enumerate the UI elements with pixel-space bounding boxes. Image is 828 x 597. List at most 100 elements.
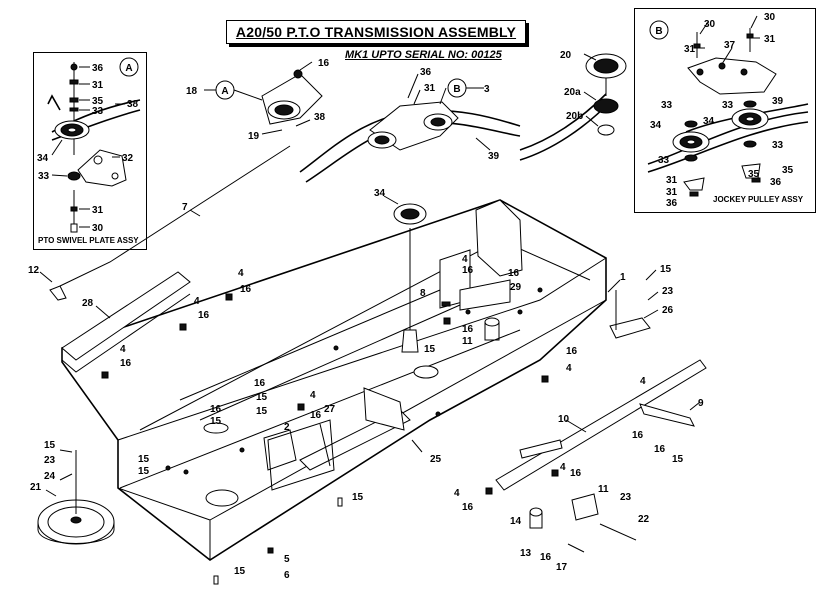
callout-label: 15	[256, 406, 268, 417]
callout-label: 15	[234, 566, 246, 577]
inset-b-label: 30	[764, 12, 776, 23]
inset-b-label: 34	[703, 116, 715, 127]
inset-a-label: 35	[92, 96, 104, 107]
callout-label: 5	[284, 554, 290, 565]
leader-lines	[39, 53, 701, 497]
inset-b-label: 31	[764, 34, 776, 45]
callout-label: 4	[560, 462, 566, 473]
callout-label: 27	[324, 404, 336, 415]
callout-label: 15	[660, 264, 672, 275]
inset-a-label: 32	[122, 153, 134, 164]
callout-label: 16	[570, 468, 582, 479]
inset-a-label: 36	[92, 63, 104, 74]
callout-label: 21	[30, 482, 42, 493]
callout-label: 16	[632, 430, 644, 441]
callout-label: 12	[28, 265, 40, 276]
inset-b-marker-circle	[649, 20, 669, 40]
inset-b-label: 30	[704, 19, 716, 30]
ref-marker-b-circle	[447, 78, 467, 98]
callout-label: 16	[462, 265, 474, 276]
callout-label: 15	[672, 454, 684, 465]
callout-label: 20	[560, 50, 572, 61]
inset-a-label: 30	[92, 223, 104, 234]
callout-label: 16	[540, 552, 552, 563]
callout-label: 4	[310, 390, 316, 401]
inset-b-label: 33	[661, 100, 673, 111]
callout-label: 16	[654, 444, 666, 455]
callout-label: 16	[508, 268, 520, 279]
ref-marker-a-circle	[215, 80, 235, 100]
ref-marker-a: A	[221, 86, 228, 97]
inset-b-label: 35	[748, 169, 760, 180]
callout-label: 24	[44, 471, 56, 482]
callout-label: 26	[662, 305, 674, 316]
callout-label: 15	[138, 454, 150, 465]
callout-label: 34	[374, 188, 386, 199]
callout-label: 22	[638, 514, 650, 525]
callout-label: 16	[462, 324, 474, 335]
inset-b-label: 31	[666, 187, 678, 198]
callout-label: 4	[640, 376, 646, 387]
inset-a-frame: PTO SWIVEL PLATE ASSY	[33, 52, 147, 250]
callout-label: 11	[462, 336, 473, 347]
callout-label: 1	[620, 272, 626, 283]
inset-b-artwork: B	[647, 15, 809, 197]
callout-label: 6	[284, 570, 290, 581]
callout-label: 4	[566, 363, 572, 374]
callout-label: 9	[698, 398, 704, 409]
callout-label: 2	[284, 422, 290, 433]
inset-b-caption: JOCKEY PULLEY ASSY	[713, 195, 804, 204]
callout-label: 15	[44, 440, 56, 451]
callout-label: 16	[198, 310, 210, 321]
callout-label: 15	[424, 344, 436, 355]
diagram-title: A20/50 P.T.O TRANSMISSION ASSEMBLY	[235, 24, 517, 40]
inset-b-label: 37	[724, 40, 736, 51]
callout-label: 3	[484, 84, 490, 95]
callout-label: 8	[420, 288, 426, 299]
title-box: A20/50 P.T.O TRANSMISSION ASSEMBLY	[226, 20, 526, 44]
callout-label: 16	[566, 346, 578, 357]
inset-a-label: 31	[92, 80, 104, 91]
callout-label: 18	[186, 86, 198, 97]
inset-a-label: 33	[92, 106, 104, 117]
inset-a-label: 31	[92, 205, 104, 216]
inset-b-label: 35	[782, 165, 794, 176]
inset-a-marker-circle	[119, 57, 139, 77]
callout-label: 36	[420, 67, 432, 78]
callout-label: 15	[210, 416, 222, 427]
callout-label: 15	[352, 492, 364, 503]
callout-label: 16	[210, 404, 222, 415]
callout-label: 28	[82, 298, 94, 309]
inset-b-label: 33	[772, 140, 784, 151]
inset-b-label: 36	[666, 198, 678, 209]
callout-label: 17	[556, 562, 568, 573]
callout-label: 4	[238, 268, 244, 279]
callout-label: 23	[662, 286, 674, 297]
callout-label: 15	[256, 392, 268, 403]
callout-label: 38	[314, 112, 326, 123]
inset-b-label: 36	[770, 177, 782, 188]
callout-label: 29	[510, 282, 522, 293]
inset-b-label: 34	[650, 120, 662, 131]
callout-label: 23	[620, 492, 632, 503]
callout-label: 15	[138, 466, 150, 477]
inset-b-label: 33	[722, 100, 734, 111]
diagram-subtitle: MK1 UPTO SERIAL NO: 00125	[345, 49, 502, 61]
callout-label: 20a	[564, 87, 581, 98]
inset-a-artwork: A	[47, 57, 141, 233]
inset-a-caption: PTO SWIVEL PLATE ASSY	[38, 236, 139, 245]
inset-b-marker: B	[655, 26, 662, 37]
callout-label: 4	[120, 344, 126, 355]
callout-label: 7	[182, 202, 188, 213]
inset-b-label: 33	[658, 155, 670, 166]
callout-label: 16	[120, 358, 132, 369]
callout-label: 16	[254, 378, 266, 389]
callout-label: 23	[44, 455, 56, 466]
callout-label: 10	[558, 414, 570, 425]
callout-label: 16	[318, 58, 330, 69]
callout-label: 4	[454, 488, 460, 499]
main-chassis	[37, 53, 707, 585]
callout-label: 16	[310, 410, 322, 421]
inset-b-label: 39	[772, 96, 784, 107]
